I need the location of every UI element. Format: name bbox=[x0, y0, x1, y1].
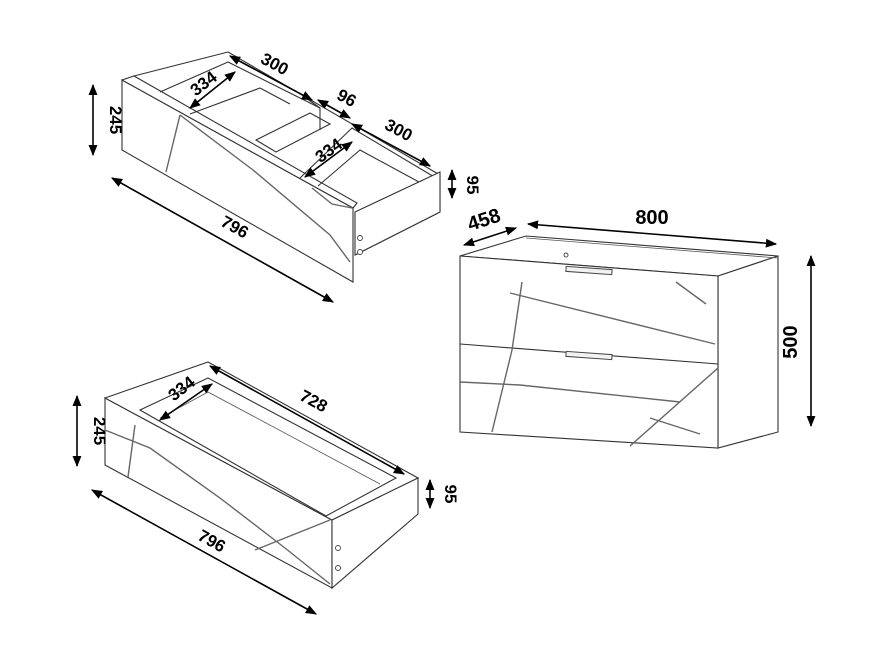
top-hole bbox=[563, 252, 569, 258]
dowel-hole bbox=[357, 249, 363, 255]
front-groove bbox=[509, 292, 716, 345]
cabinet-side bbox=[717, 255, 779, 449]
dowel-hole bbox=[357, 235, 363, 241]
dim-label-depth: 458 bbox=[465, 205, 504, 236]
front-groove bbox=[127, 424, 136, 478]
dim-line-length bbox=[111, 177, 334, 303]
drawer-divider bbox=[254, 112, 332, 153]
dowel-hole bbox=[335, 545, 341, 551]
dim-label-inner-width: 728 bbox=[297, 386, 331, 416]
dim-label-length: 796 bbox=[195, 526, 229, 556]
dim-line-inner-width-left bbox=[229, 55, 313, 101]
drawer-open: 245 796 334 728 95 bbox=[72, 361, 460, 615]
dim-line-inner-depth bbox=[159, 383, 213, 421]
dim-line-inner-width bbox=[209, 365, 405, 475]
dim-line-inner-width-right bbox=[351, 123, 431, 167]
dim-line-inner-depth-left bbox=[189, 71, 236, 109]
dim-label-inner-width-left: 300 bbox=[258, 49, 292, 79]
drawer-with-divider: 245 796 334 300 96 300 334 95 bbox=[88, 49, 482, 303]
upper-drawer-handle bbox=[565, 265, 613, 276]
dim-line-width bbox=[526, 220, 778, 248]
dim-label-height: 245 bbox=[90, 417, 109, 445]
dim-label-height: 500 bbox=[780, 325, 802, 358]
dim-label-inner-depth-left: 334 bbox=[187, 67, 221, 100]
dim-label-side-height: 95 bbox=[463, 176, 482, 195]
dim-line-divider bbox=[317, 99, 351, 119]
dim-label-divider: 96 bbox=[334, 85, 360, 111]
dim-label-width: 800 bbox=[635, 207, 668, 229]
front-groove bbox=[629, 367, 719, 447]
dim-line-inner-depth-right bbox=[304, 141, 353, 178]
dim-label-side-height: 95 bbox=[441, 485, 460, 504]
front-groove bbox=[165, 114, 181, 173]
cabinet-front bbox=[459, 255, 719, 449]
front-groove bbox=[491, 281, 523, 433]
lower-drawer-handle bbox=[565, 350, 613, 361]
front-groove bbox=[675, 281, 707, 305]
dim-line-length bbox=[91, 489, 317, 615]
cabinet-two-drawers: 458 800 500 bbox=[459, 205, 816, 449]
front-groove bbox=[459, 381, 681, 403]
dowel-hole bbox=[335, 565, 341, 571]
front-groove bbox=[649, 417, 701, 435]
drawer-inner-edge bbox=[159, 61, 321, 109]
dim-label-height: 245 bbox=[106, 106, 125, 134]
dim-label-inner-width-right: 300 bbox=[382, 115, 416, 145]
drawer-front-top-edge bbox=[120, 75, 358, 209]
drawer-side-panel bbox=[354, 171, 441, 256]
drawer-side-panel bbox=[331, 477, 419, 590]
dim-line-depth bbox=[462, 226, 518, 247]
